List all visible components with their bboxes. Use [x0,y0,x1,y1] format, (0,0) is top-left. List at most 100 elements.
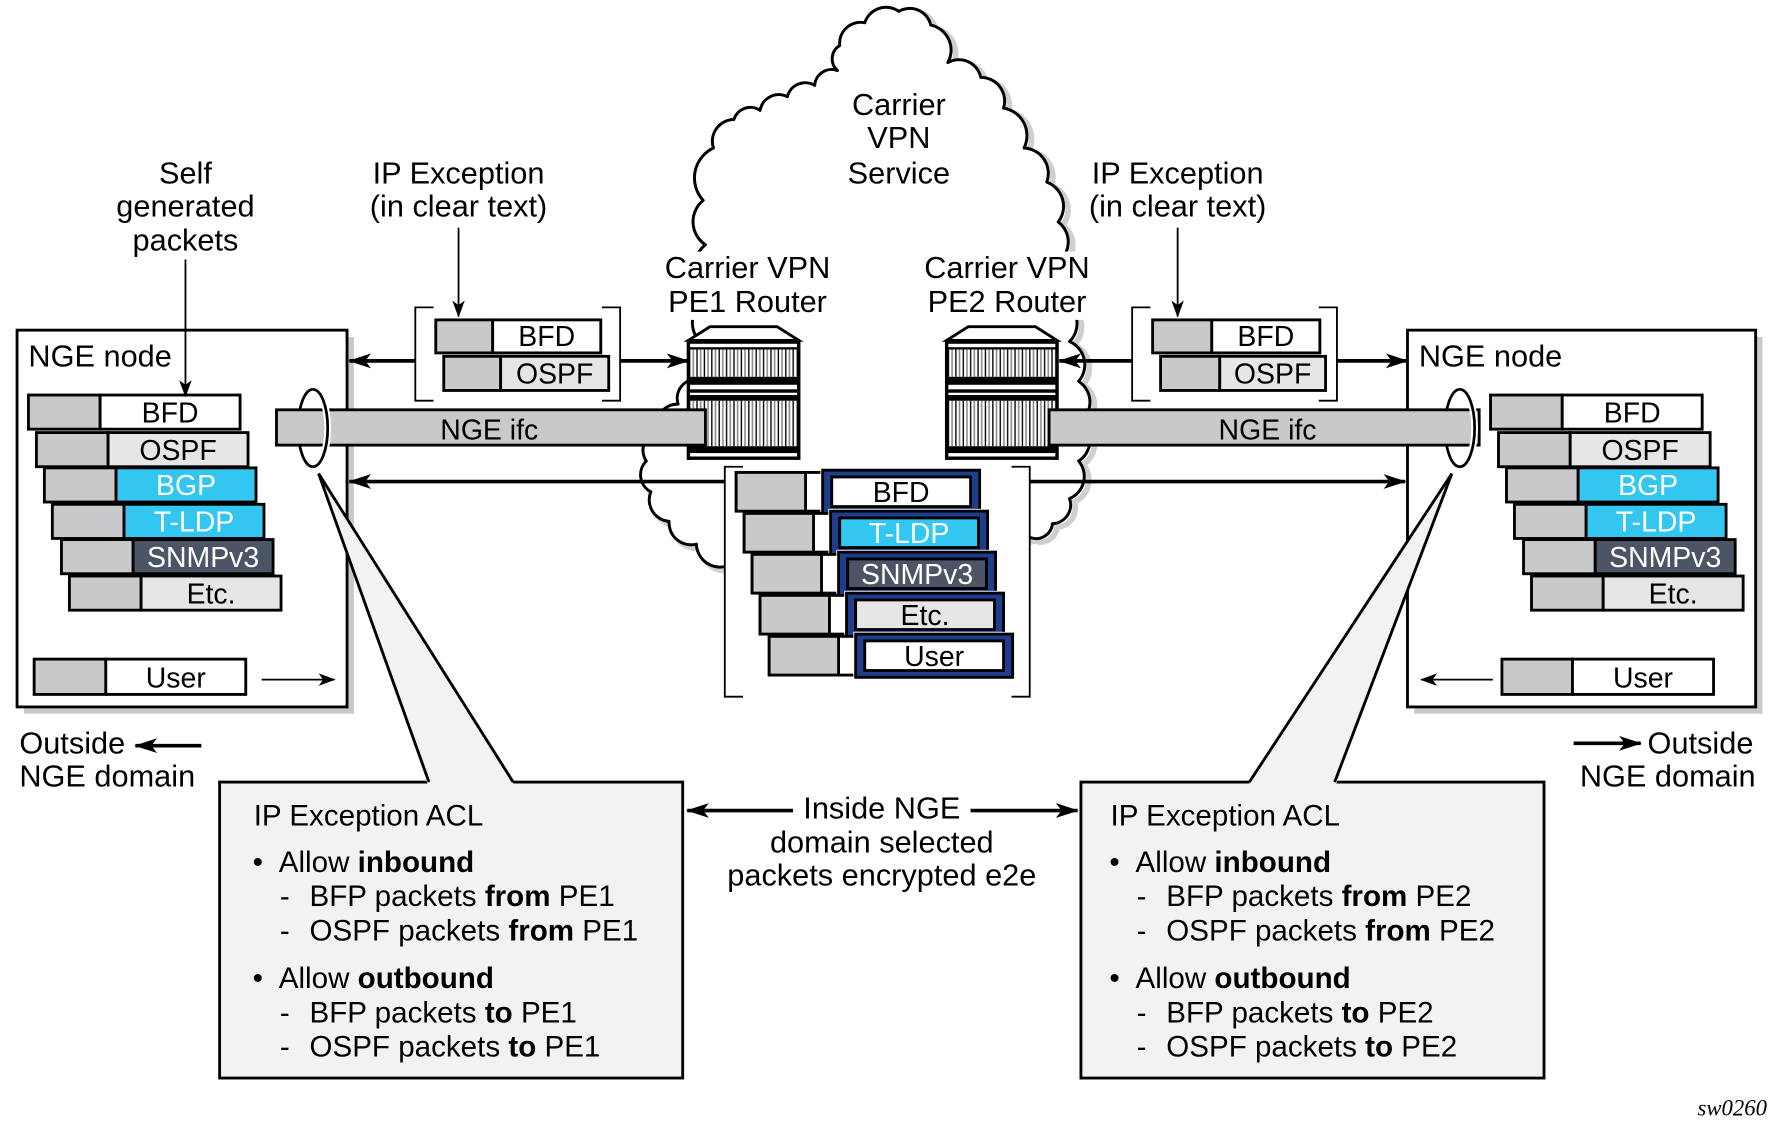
packet-header [758,593,831,636]
packet-label: BFD [518,321,575,353]
right-nge-interface: NGE ifc [1047,385,1481,471]
left-outside-label: Outside NGE domain [19,726,195,794]
router-band [688,340,799,344]
acl-title: IP Exception ACL [1111,799,1341,832]
figure-id: sw0260 [1698,1096,1768,1121]
router-band [688,376,799,385]
rule-prefix: Allow [279,962,358,995]
cloud-label-line: Carrier [852,87,946,122]
packet-header [1522,538,1597,576]
inside-nge-label: Inside NGE domain selected packets encry… [727,790,1036,892]
packet-payload [1210,318,1322,355]
pe2-router-icon [941,325,1062,460]
packet-label: T-LDP [869,518,950,550]
annotation-line: (in clear text) [370,188,548,223]
packet-header [32,657,108,696]
packet-payload [854,598,996,631]
packet-label: User [146,663,206,695]
item-text: BFP packets [1166,880,1341,913]
protocol-packet: T-LDP [1513,502,1728,540]
acl-rule-item: BFP packets to PE2 [1166,996,1433,1029]
interface-ring-icon [312,387,330,469]
packet-header [1159,354,1222,392]
pe2-router-label: Carrier VPN PE2 Router [924,250,1090,319]
item-keyword: from [1365,914,1431,947]
packet-payload [114,466,258,504]
arrows [134,227,1642,818]
item-text: OSPF packets [309,914,508,947]
callout-pointer-edge [317,473,431,783]
router-ports [688,349,799,377]
protocol-packet: T-LDP [50,502,266,540]
router-band [946,395,1058,401]
inside-label-line: packets encrypted e2e [727,858,1036,893]
packet-header [1505,466,1580,504]
protocol-packet: OSPF [34,431,250,469]
dash-icon: - [1137,996,1147,1029]
packet-label: BFD [873,477,930,509]
cloud-label-line: VPN [867,120,930,155]
acl-rule-item: BFP packets from PE2 [1166,880,1471,913]
packet-payload [98,393,242,431]
pe1-router-icon [683,325,804,460]
item-peer: PE2 [1431,914,1495,947]
packet-label: T-LDP [154,507,235,539]
item-text: BFP packets [309,996,484,1029]
packet-label: SNMPv3 [861,559,973,591]
packet-header [734,471,807,513]
acl-rule-item: OSPF packets from PE2 [1166,914,1495,947]
protocol-packet: SNMPv3 [60,538,275,576]
pe1-label-background [657,251,840,320]
packet-payload [846,557,988,590]
rule-direction: outbound [358,962,494,995]
item-peer: PE2 [1370,996,1434,1029]
left-exception-label: IP Exception (in clear text) [370,155,548,223]
bracket-left [414,306,434,402]
router-band [688,456,799,460]
packet-header [1497,431,1572,469]
packet-payload [838,516,980,549]
self-generated-label: Self generated packets [116,155,254,257]
packet-header [1530,574,1605,612]
router-band [946,446,1058,454]
protocol-packet: BGP [1505,466,1720,504]
pe1-router-label: Carrier VPN PE1 Router [665,250,831,319]
item-keyword: to [508,1030,536,1063]
item-text: BFP packets [1166,996,1341,1029]
packet-label: Etc. [1649,578,1698,610]
rule-direction: inbound [1214,846,1331,879]
rule-direction: inbound [358,846,475,879]
dash-icon: - [1137,914,1147,947]
packet-payload [1560,393,1704,431]
callout-box [218,780,685,1080]
packet-header [34,431,110,469]
dash-icon: - [1137,1030,1147,1063]
encrypted-packet: BFD [734,467,982,516]
item-keyword: from [508,914,574,947]
packet-payload [1568,431,1712,469]
inside-label-line: domain selected [770,825,994,860]
bullet-icon: • [253,962,263,995]
router-cap [683,325,804,342]
bullet-icon: • [253,846,263,879]
outside-label-line: Outside [19,726,125,761]
item-text: OSPF packets [1166,1030,1365,1063]
router-band [946,347,1058,350]
bracket-right [601,306,622,402]
user-packet: User [1500,657,1715,696]
packet-payload [1584,502,1728,540]
packet-payload [122,502,266,540]
nge-interface-bar [1047,408,1481,447]
routers [683,325,1062,460]
callout-pointer-edge [1248,472,1454,783]
router-band [946,456,1058,460]
acl-rule-item: BFP packets from PE1 [309,880,614,913]
packet-header [767,634,840,677]
packet-payload [499,354,611,392]
packet-payload [863,639,1005,672]
